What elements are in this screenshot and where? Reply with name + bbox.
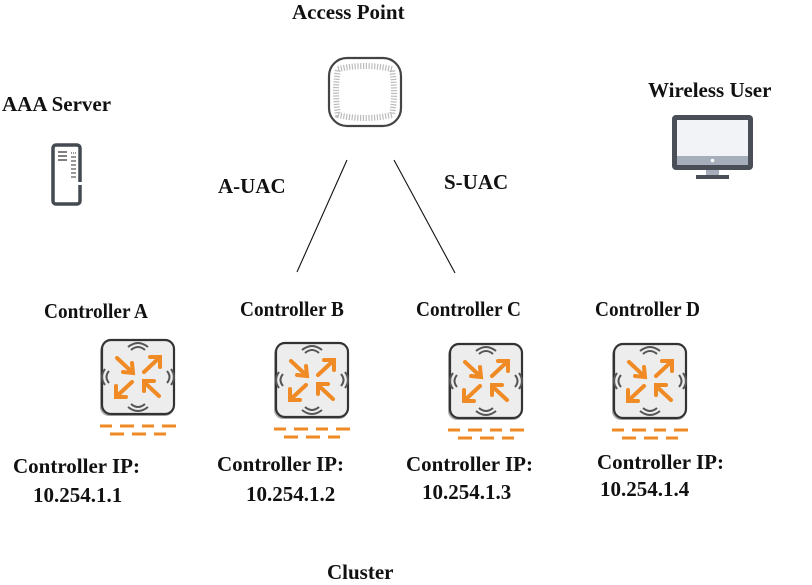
a-uac-label: A-UAC <box>218 174 286 198</box>
controller-c-icon <box>446 342 528 442</box>
cluster-label: Cluster <box>327 560 394 584</box>
controller-d-ip-label: Controller IP: <box>597 450 724 474</box>
controller-b-ip: 10.254.1.2 <box>246 482 336 506</box>
controller-c-name: Controller C <box>416 297 522 321</box>
controller-b-ip-label: Controller IP: <box>217 452 344 476</box>
access-point-label: Access Point <box>292 0 405 24</box>
controller-c-ip-label: Controller IP: <box>406 452 533 476</box>
monitor-icon <box>670 113 756 183</box>
controller-d-name: Controller D <box>595 297 701 321</box>
s-uac-label: S-UAC <box>444 170 509 194</box>
controller-a-ip-label: Controller IP: <box>13 454 140 478</box>
controller-a-name: Controller A <box>44 299 148 323</box>
controller-c-ip: 10.254.1.3 <box>422 480 512 504</box>
controller-b-icon <box>272 341 354 441</box>
server-icon <box>50 143 84 207</box>
controller-d-ip: 10.254.1.4 <box>600 477 690 501</box>
a-uac-link-line <box>296 159 348 273</box>
wireless-user-label: Wireless User <box>648 78 772 102</box>
access-point-icon <box>326 55 406 130</box>
s-uac-link-line <box>393 159 456 274</box>
controller-a-icon <box>98 338 180 438</box>
controller-d-icon <box>610 342 692 442</box>
controller-a-ip: 10.254.1.1 <box>33 483 123 507</box>
aaa-server-label: AAA Server <box>2 92 112 116</box>
controller-b-name: Controller B <box>240 297 344 321</box>
